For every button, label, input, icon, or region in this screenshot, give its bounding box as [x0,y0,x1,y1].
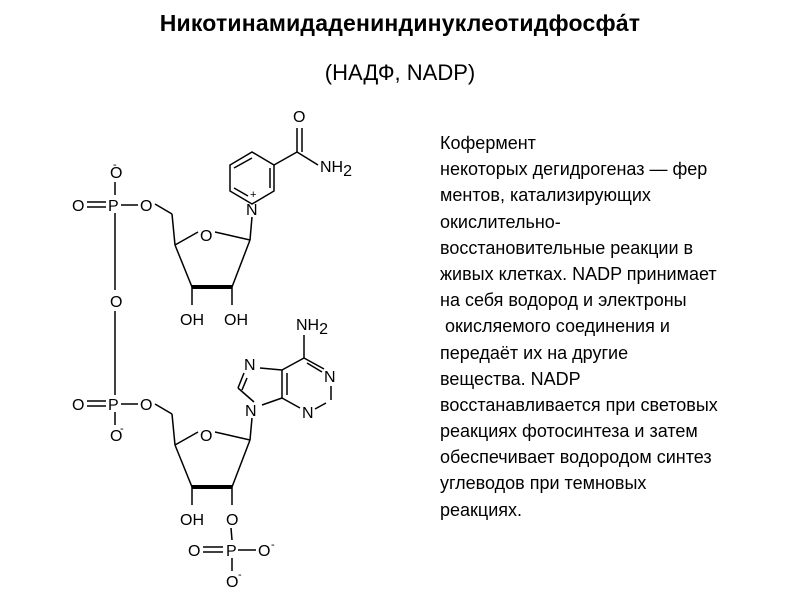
two-prime-phosphate-minus-bottom: - [238,569,242,581]
description-line: окисляемого соединения и [440,316,670,337]
adenine-n1: N [324,369,336,386]
pyridinium-plus-sign: + [250,189,256,201]
upper-ribose: O OH OH [154,203,253,329]
two-prime-phosphate-o-link: O [226,512,238,529]
two-prime-phosphate-o-double: O [188,543,200,560]
description-line: ментов, катализирующих [440,185,651,206]
description-line: восстанавливается при световых [440,394,718,415]
page-title: Никотинамидадениндинуклеотидфосфа́т [159,10,641,36]
description-text: Кофермент некоторых дегидрогеназ — фер мен… [440,130,780,523]
adenine-n3: N [302,405,314,422]
nadp-structure-diagram: O - O P O O O P O O - O OH OH [72,109,352,591]
description-line: вещества. NADP [440,368,581,389]
pyrophosphate-bridge-o: O [110,294,122,311]
adenine-n7: N [244,357,256,374]
upper-ribose-oh-right: OH [224,312,248,329]
description-line: на себя водород и электроны [440,290,687,311]
adenine-ring: N N NH2 N N [237,317,336,422]
two-prime-phosphate-p: P [226,543,237,560]
upper-phosphate-group: O - O P O [72,159,152,290]
upper-phosphate-p: P [108,198,119,215]
description-line: живых клетках. NADP принимает [440,263,717,284]
adenine-nh2: NH2 [296,317,328,338]
description-line: реакциях фотосинтеза и затем [440,421,698,442]
description-line: некоторых дегидрогеназ — фер [440,159,708,180]
lower-ribose-ring-o: O [200,428,212,445]
upper-phosphate-o-double: O [72,198,84,215]
lower-ribose: O OH [154,403,253,529]
two-prime-phosphate-o-bottom: O [226,574,238,591]
two-prime-phosphate: O O P O - O - [188,512,275,591]
description-line: обеспечивает водородом синтез [440,447,712,468]
description-line: Кофермент [440,133,536,153]
two-prime-phosphate-o-right: O [258,543,270,560]
page-subtitle: (НАДФ, NADP) [324,60,476,85]
description-line: передаёт их на другие [440,342,629,363]
upper-phosphate-o-ester: O [140,198,152,215]
lower-phosphate-p: P [108,397,119,414]
upper-ribose-ring-o: O [200,228,212,245]
pyridinium-n: N [246,202,258,219]
description-line: окислительно- [440,211,561,232]
lower-phosphate-o-ester: O [140,397,152,414]
lower-phosphate-o-double: O [72,397,84,414]
nicotinamide-ring: N + O NH2 [229,109,352,219]
description-line: реакциях. [440,499,523,520]
adenine-n9: N [245,403,257,420]
lower-phosphate-group: O P O O - [72,397,152,445]
lower-phosphate-minus-sign: - [120,423,124,435]
upper-phosphate-o-minus: O [110,165,122,182]
lower-phosphate-o-minus: O [110,428,122,445]
lower-ribose-oh: OH [180,512,204,529]
amide-nh2: NH2 [320,159,352,180]
upper-phosphate-minus-sign: - [113,159,117,171]
description-line: восстановительные реакции в [440,237,694,258]
description-line: углеводов при темновых [440,473,647,494]
upper-ribose-oh-left: OH [180,312,204,329]
amide-o: O [293,109,305,126]
two-prime-phosphate-minus-right: - [271,539,275,551]
